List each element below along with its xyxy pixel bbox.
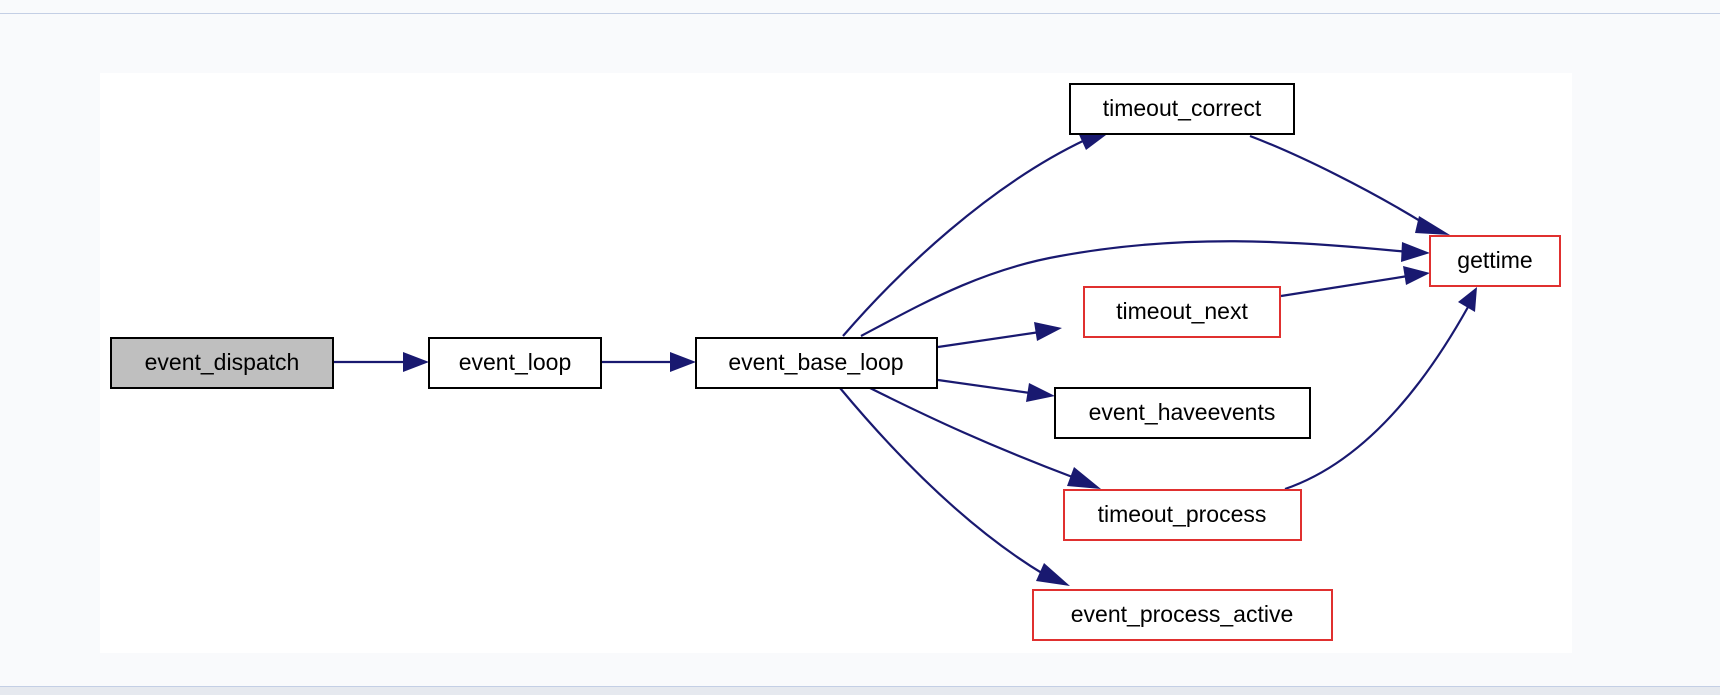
edge-base-loop-to-timeout-process — [869, 387, 1076, 480]
edge-timeout-correct-to-gettime — [1249, 134, 1426, 225]
node-timeout-process[interactable]: timeout_process — [1063, 489, 1302, 541]
edge-base-loop-to-event-process-active — [839, 387, 1046, 576]
arrowhead-event-loop — [403, 352, 429, 372]
arrowhead-gettime-from-timeout-next — [1403, 266, 1430, 285]
node-label: event_base_loop — [728, 349, 903, 375]
arrowhead-timeout-next — [1034, 322, 1062, 341]
arrowhead-timeout-process — [1067, 467, 1101, 489]
arrowhead-event-process-active — [1036, 563, 1070, 586]
edge-timeout-next-to-gettime — [1280, 274, 1409, 298]
edge-timeout-process-to-gettime — [1284, 306, 1469, 491]
edge-base-loop-to-timeout-next — [937, 330, 1041, 349]
node-event-haveevents[interactable]: event_haveevents — [1054, 387, 1311, 439]
node-event-process-active[interactable]: event_process_active — [1032, 589, 1333, 641]
arrowhead-gettime-from-timeout-correct — [1415, 216, 1450, 235]
node-event-loop[interactable]: event_loop — [428, 337, 602, 389]
node-label: timeout_correct — [1103, 95, 1262, 121]
node-label: event_process_active — [1071, 601, 1293, 627]
node-timeout-next[interactable]: timeout_next — [1083, 286, 1281, 338]
node-label: event_loop — [459, 349, 572, 375]
arrowhead-event-haveevents — [1026, 383, 1055, 402]
arrowhead-gettime-from-timeout-process — [1458, 287, 1477, 312]
node-gettime[interactable]: gettime — [1429, 235, 1561, 287]
node-label: gettime — [1457, 247, 1532, 273]
node-label: event_dispatch — [145, 349, 300, 375]
arrowhead-gettime-from-base-loop — [1401, 242, 1430, 262]
node-label: timeout_process — [1098, 501, 1267, 527]
edge-base-loop-to-timeout-correct — [842, 139, 1086, 337]
edge-base-loop-to-gettime — [860, 240, 1409, 337]
node-event-base-loop[interactable]: event_base_loop — [695, 337, 938, 389]
node-timeout-correct[interactable]: timeout_correct — [1069, 83, 1295, 135]
bottom-bar — [0, 686, 1720, 695]
top-rule — [0, 0, 1720, 14]
arrowhead-event-base-loop — [670, 352, 696, 372]
node-label: timeout_next — [1116, 298, 1248, 324]
node-label: event_haveevents — [1089, 399, 1276, 425]
node-event-dispatch[interactable]: event_dispatch — [110, 337, 334, 389]
edge-base-loop-to-event-haveevents — [937, 378, 1031, 395]
